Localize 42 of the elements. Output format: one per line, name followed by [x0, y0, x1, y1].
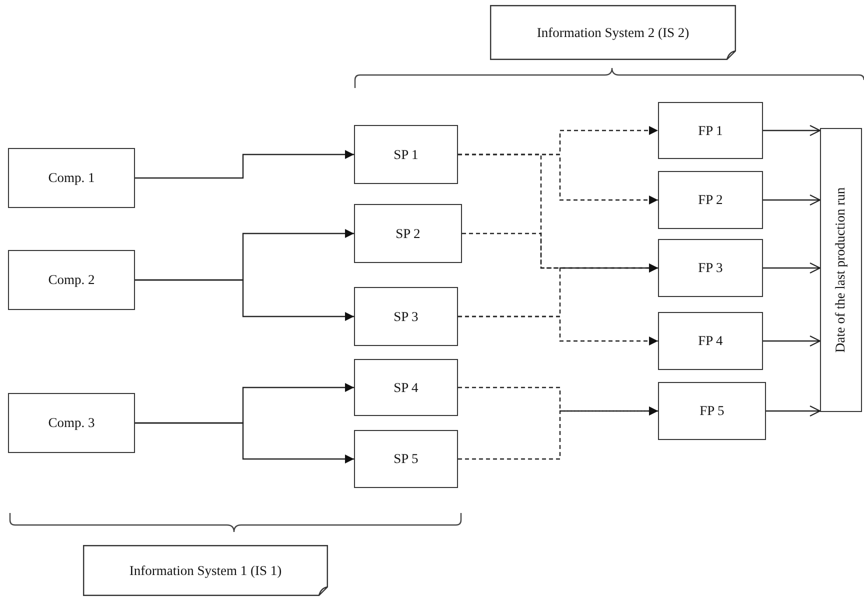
arrow [763, 335, 821, 347]
box-label: Information System 2 (IS 2) [536, 24, 690, 40]
process-box [658, 239, 763, 297]
box-label: Comp. 2 [48, 272, 95, 288]
process-box [658, 102, 763, 159]
box-label: FP 5 [700, 403, 724, 419]
process-box [820, 128, 862, 412]
process-box [658, 382, 766, 440]
dashed-arrow [458, 406, 658, 460]
arrow [766, 405, 821, 417]
arrow [763, 262, 821, 274]
process-box [354, 125, 458, 184]
arrow [763, 124, 821, 136]
box-label: Comp. 3 [48, 415, 95, 431]
process-box [354, 287, 458, 346]
arrow [135, 422, 354, 464]
box-label: SP 4 [394, 380, 418, 396]
process-box [354, 359, 458, 416]
note-box [83, 545, 328, 596]
arrow [135, 150, 354, 179]
box-label: Comp. 1 [48, 170, 95, 186]
process-box [8, 148, 135, 208]
box-label: FP 3 [698, 260, 723, 276]
process-box [8, 393, 135, 453]
box-label: FP 4 [698, 333, 723, 349]
box-label: SP 3 [394, 308, 418, 324]
dashed-arrow [458, 316, 658, 346]
box-label: SP 1 [394, 146, 418, 162]
box-label: Date of the last production run [833, 187, 849, 353]
arrow [763, 194, 821, 206]
process-box [354, 204, 462, 263]
box-label: FP 2 [698, 192, 723, 208]
process-box [658, 312, 763, 370]
arrow [135, 279, 354, 321]
note-box [490, 5, 736, 60]
box-label: SP 5 [394, 451, 418, 467]
box-label: Information System 1 (IS 1) [129, 562, 282, 578]
box-label: SP 2 [396, 226, 420, 242]
process-box [658, 171, 763, 229]
process-box [8, 250, 135, 310]
process-box [354, 430, 458, 488]
box-label: FP 1 [698, 122, 723, 138]
